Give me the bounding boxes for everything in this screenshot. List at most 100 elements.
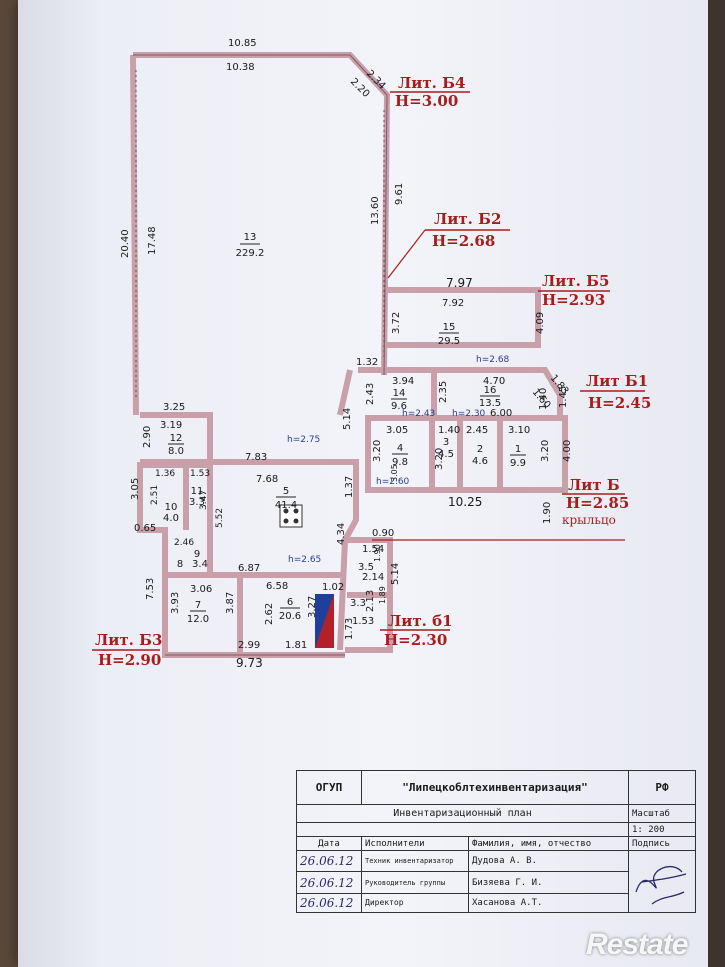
lit-b: Лит БН=2.85 [562,476,629,512]
row-date: 26.06.12 [296,849,362,873]
dim-label: 10.85 [228,38,257,49]
dim-label: 3.72 [391,312,402,334]
dim-label: 3.25 [163,402,185,413]
col-name: Фамилия, имя, отчество [468,836,629,851]
dim-label: 4.70 [483,376,505,387]
row-name: Бизяева Г. И. [468,871,629,894]
background-right-edge [708,0,725,967]
room-b1-lower: 3.3 [350,598,366,609]
dim-label: 1.54 [362,544,384,555]
dim-label: 4.34 [336,523,347,545]
wall-room-13 [133,52,391,376]
dim-label: 2.13 [365,590,376,612]
dim-label: 3.05 [130,478,141,500]
dim-label: 1.53 [190,469,210,479]
porch-label: крыльцо [562,513,616,527]
room-number: 3 [443,437,449,448]
room-7: 712.0 [187,600,209,625]
room-area: 29.5 [438,336,460,347]
lit-height: Н=2.45 [588,394,651,412]
signature-icon [635,866,687,905]
dim-label: 1.40 [438,425,460,436]
room-8: 8 [177,559,183,570]
dim-label: 10.25 [448,495,482,509]
dim-label: 5.14 [342,408,353,430]
room-1: 19.9 [510,444,526,469]
room-number: 14 [393,388,406,399]
dim-label: 1.90 [542,502,553,524]
room-number: 10 [165,502,178,513]
dim-label: 6.58 [266,581,288,592]
lit-b2: Лит. Б2Н=2.68 [387,210,510,279]
room-3: 34.5 [438,437,454,460]
title-block: ОГУП "Липецкоблтехинвентаризация" РФ Инв… [296,770,696,940]
room-number: 11 [191,486,204,497]
dim-label: 1.53 [352,616,374,627]
dim-label: 2.14 [362,572,384,583]
lit-height: Н=3.00 [395,92,458,110]
lit-b3: Лит. Б3Н=2.90 [92,631,162,669]
lit-b1-small: Лит. б1Н=2.30 [380,612,453,649]
wall-rooms-10-11 [137,462,168,580]
dim-label: 5.14 [390,563,401,585]
dim-label: 2.46 [174,538,194,548]
dim-label: 17.48 [147,226,158,255]
row-date: 26.06.12 [296,892,362,914]
dim-label: 1.73 [344,618,355,640]
dim-label: 1.37 [344,476,355,498]
stove-icon [279,504,303,528]
room-area: 12.0 [187,614,209,625]
dim-label: 10.38 [226,62,255,73]
dim-label: 9.61 [394,183,405,205]
room-number: 4 [397,443,403,454]
row-role: Директор [361,892,469,914]
col-date: Дата [296,836,362,851]
doc-title: Инвентаризационный план [296,804,629,823]
wall-lit-b-inner [429,418,503,490]
dim-label: 1.40 [538,388,549,410]
background-left-edge [0,0,18,967]
lit-name: Лит. б1 [388,612,453,630]
height-note: h=2.65 [288,555,321,565]
dim-label: 7.83 [245,452,267,463]
lit-b4: Лит. Б4Н=3.00 [390,74,470,110]
room-area: 9.8 [392,457,408,468]
signature-cell [628,850,696,913]
dim-label: 1.90 [373,544,382,562]
room-area: 4.6 [472,456,488,467]
dim-label: 3.20 [372,440,383,462]
room-number: 15 [443,322,456,333]
country-cell: РФ [628,770,696,805]
room-number: 13 [244,232,257,243]
dim-label: 1.02 [322,582,344,593]
room-15: 15 29.5 [438,322,460,347]
room-number: 12 [170,433,183,444]
row-role: Руководитель группы [361,871,469,894]
room-area: 229.2 [236,248,265,259]
room-area: 4.5 [438,449,454,460]
dim-label: 13.60 [370,196,381,225]
col-sign: Подпись [628,836,696,851]
room-number: 7 [195,600,201,611]
height-note: h=2.43 [402,409,435,419]
dim-label: 7.68 [256,474,278,485]
room-area: 9.9 [510,458,526,469]
lit-height: Н=2.68 [432,232,495,250]
dim-label: 2.99 [238,640,260,651]
room-5: 541.4 [275,486,297,511]
room-14: 149.6 [391,388,407,412]
row-name: Хасанова А.Т. [468,892,629,914]
room-number: 16 [484,385,497,396]
dim-label: 3.06 [190,584,212,595]
dim-label: 1.89 [378,586,387,604]
dim-label: 3.94 [392,376,414,387]
room-area: 4.0 [163,513,179,524]
dim-label: 2.43 [365,383,376,405]
row-role: Техник инвентаризатор [361,849,469,873]
room-number: 8 [177,559,183,570]
lit-height: Н=2.93 [542,291,605,309]
dim-label: 3.87 [225,592,236,614]
dim-label: 5.52 [215,508,225,528]
stair-icon [315,594,334,648]
